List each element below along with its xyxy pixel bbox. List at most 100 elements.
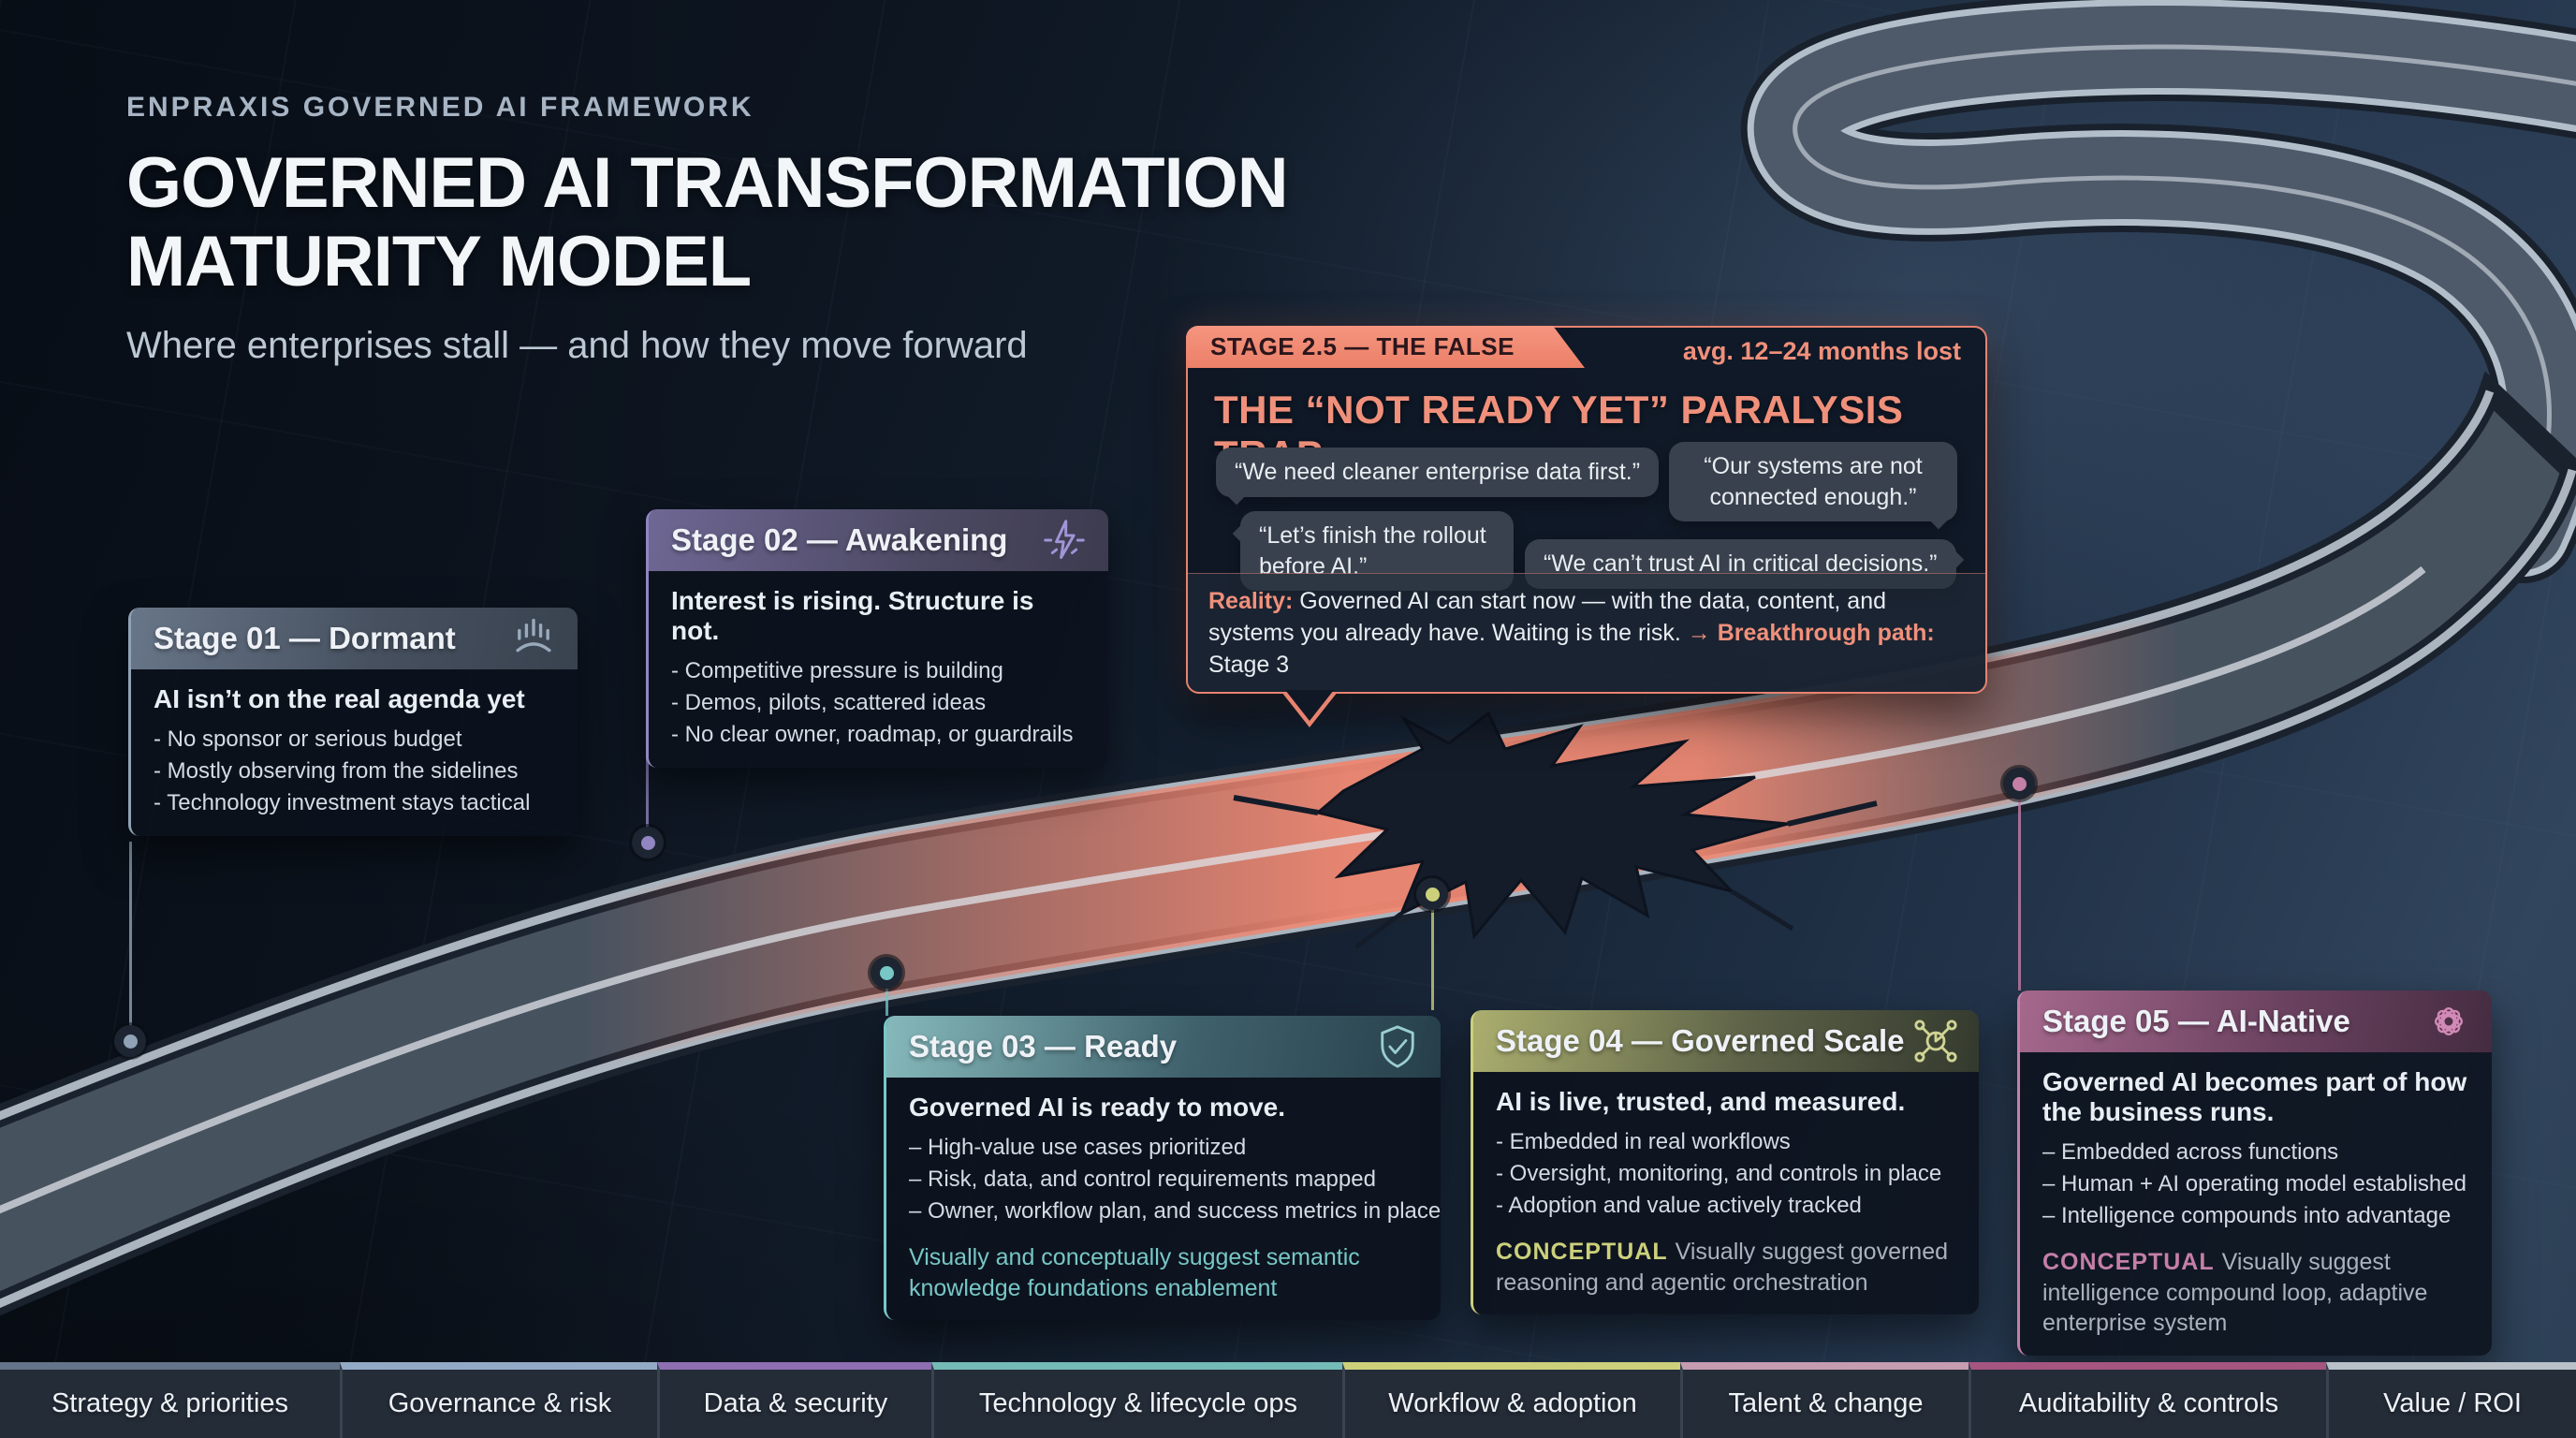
category-label: Auditability & controls	[2018, 1388, 2279, 1418]
stage-02-lead: Interest is rising. Structure is not.	[671, 586, 1034, 645]
stage-01-lead: AI isn’t on the real agenda yet	[154, 684, 525, 713]
road-marker-stage-05	[2003, 768, 2035, 800]
stage-03-card: Stage 03 — Ready Governed AI is ready to…	[884, 1016, 1441, 1321]
bullet: – Human + AI operating model established	[2042, 1171, 2466, 1197]
bullet: - No sponsor or serious budget	[154, 726, 462, 752]
stage-05-header: Stage 05 — AI-Native	[2020, 990, 2492, 1052]
spark-icon	[1039, 515, 1090, 565]
shield-check-icon	[1373, 1022, 1422, 1071]
reality-text: Governed AI can start now — with the dat…	[1208, 588, 1887, 646]
bullet: - Mostly observing from the sidelines	[154, 758, 519, 785]
stage-03-note: Visually and conceptually suggest semant…	[909, 1244, 1360, 1301]
stage-03-bullets: – High-value use cases prioritized – Ris…	[909, 1132, 1441, 1227]
reality-strip: Reality: Governed AI can start now — wit…	[1188, 573, 1985, 692]
stage-04-title: Stage 04 — Governed Scale	[1496, 1023, 1905, 1058]
stage-03-title: Stage 03 — Ready	[909, 1029, 1178, 1064]
category-talent-change: Talent & change	[1680, 1362, 1969, 1438]
stage-01-header: Stage 01 — Dormant	[131, 608, 578, 669]
stage-03-header: Stage 03 — Ready	[886, 1016, 1441, 1078]
road-marker-stage-02	[632, 827, 664, 858]
objection-bubble-2: “Our systems are not connected enough.”	[1669, 442, 1957, 521]
stage-04-lead: AI is live, trusted, and measured.	[1496, 1087, 1906, 1116]
bullet: - No clear owner, roadmap, or guardrails	[671, 722, 1074, 748]
breakthrough-value: Stage 3	[1208, 652, 1290, 678]
arrow-right-icon: →	[1687, 620, 1711, 646]
bullet: – High-value use cases prioritized	[909, 1135, 1247, 1160]
page-header: ENPRAXIS GOVERNED AI FRAMEWORK GOVERNED …	[126, 92, 1289, 367]
category-label: Technology & lifecycle ops	[978, 1388, 1298, 1418]
bullet: - Competitive pressure is building	[671, 658, 1003, 683]
bullet: – Embedded across functions	[2042, 1139, 2339, 1165]
road-marker-stage-04	[1416, 878, 1448, 910]
note-text: Visually suggest intelligence compound l…	[2042, 1249, 2428, 1337]
false-floor-headline: THE “NOT READY YET” PARALYSIS TRAP	[1214, 388, 1904, 477]
conceptual-tag: CONCEPTUAL	[1496, 1239, 1668, 1266]
category-value-roi: Value / ROI	[2326, 1362, 2576, 1438]
page-title: GOVERNED AI TRANSFORMATION MATURITY MODE…	[126, 143, 1289, 301]
category-label: Workflow & adoption	[1388, 1388, 1637, 1418]
category-workflow-adoption: Workflow & adoption	[1342, 1362, 1680, 1438]
stage-02-card: Stage 02 — Awakening Interest is rising.…	[646, 509, 1108, 769]
objection-bubble-1: “We need cleaner enterprise data first.”	[1216, 448, 1660, 497]
category-governance-risk: Governance & risk	[340, 1362, 657, 1438]
road-marker-stage-01	[114, 1025, 146, 1057]
stage-03-lead: Governed AI is ready to move.	[909, 1093, 1285, 1122]
connector-stage-04	[1431, 894, 1434, 1010]
road-marker-stage-03	[871, 957, 902, 989]
stage-05-lead: Governed AI becomes part of how the busi…	[2042, 1067, 2467, 1126]
category-label: Data & security	[703, 1388, 888, 1418]
reality-label: Reality:	[1208, 588, 1294, 614]
framework-eyebrow: ENPRAXIS GOVERNED AI FRAMEWORK	[126, 92, 754, 123]
connector-stage-05	[2018, 784, 2021, 990]
stage-04-bullets: - Embedded in real workflows - Oversight…	[1496, 1126, 1956, 1222]
stage-02-bullets: - Competitive pressure is building - Dem…	[671, 655, 1086, 751]
category-technology-lifecycle-ops: Technology & lifecycle ops	[931, 1362, 1342, 1438]
stage-04-body: AI is live, trusted, and measured. - Emb…	[1473, 1072, 1979, 1315]
category-auditability-controls: Auditability & controls	[1969, 1362, 2326, 1438]
stage-03-body: Governed AI is ready to move. – High-val…	[886, 1078, 1441, 1321]
stage-01-card: Stage 01 — Dormant AI isn’t on the real …	[128, 608, 578, 837]
category-label: Value / ROI	[2383, 1388, 2522, 1418]
bullet: - Adoption and value actively tracked	[1496, 1193, 1862, 1219]
pointer-tail	[1281, 690, 1338, 727]
bullet: - Technology investment stays tactical	[154, 790, 531, 816]
connector-stage-01	[129, 842, 132, 1041]
category-label: Talent & change	[1728, 1388, 1924, 1418]
page-title-line1: GOVERNED AI TRANSFORMATION	[126, 143, 1289, 223]
stage-02-body: Interest is rising. Structure is not. - …	[649, 571, 1108, 769]
page-subtitle: Where enterprises stall — and how they m…	[126, 325, 1028, 367]
stage-01-title: Stage 01 — Dormant	[154, 621, 456, 655]
time-lost-badge: avg. 12–24 months lost	[1682, 337, 1961, 365]
bullet: – Owner, workflow plan, and success metr…	[909, 1198, 1441, 1225]
false-floor-tab-label: STAGE 2.5 — THE FALSE FLOOR	[1186, 326, 1585, 368]
stage-02-header: Stage 02 — Awakening	[649, 509, 1108, 571]
far-road-s-curve	[1740, 0, 2576, 583]
bullet: - Embedded in real workflows	[1496, 1129, 1791, 1154]
orchestration-network-icon	[1911, 1017, 1960, 1065]
note-text: Visually suggest governed reasoning and …	[1496, 1239, 1949, 1296]
stage-02-title: Stage 02 — Awakening	[671, 522, 1008, 557]
stage-01-bullets: - No sponsor or serious budget - Mostly …	[154, 724, 555, 819]
category-data-security: Data & security	[657, 1362, 931, 1438]
breakthrough-label: Breakthrough path:	[1717, 620, 1935, 646]
false-floor-card: STAGE 2.5 — THE FALSE FLOOR avg. 12–24 m…	[1186, 326, 1987, 727]
stage-04-card: Stage 04 — Governed Scale AI is live, tr…	[1471, 1010, 1979, 1315]
main-road	[0, 371, 2576, 1316]
stage-04-header: Stage 04 — Governed Scale	[1473, 1010, 1979, 1072]
category-label: Strategy & priorities	[51, 1388, 289, 1418]
conceptual-tag: CONCEPTUAL	[2042, 1249, 2215, 1276]
category-label: Governance & risk	[388, 1388, 612, 1418]
capability-category-bar: Strategy & priorities Governance & risk …	[0, 1362, 2576, 1438]
stage-05-bullets: – Embedded across functions – Human + AI…	[2042, 1137, 2469, 1232]
page-title-line2: MATURITY MODEL	[126, 221, 752, 301]
bullet: - Oversight, monitoring, and controls in…	[1496, 1161, 1942, 1187]
bloom-loop-icon	[2424, 997, 2473, 1046]
bullet: – Intelligence compounds into advantage	[2042, 1203, 2452, 1229]
connector-stage-02	[646, 735, 649, 843]
category-strategy-priorities: Strategy & priorities	[0, 1362, 340, 1438]
bullet: - Demos, pilots, scattered ideas	[671, 690, 987, 716]
